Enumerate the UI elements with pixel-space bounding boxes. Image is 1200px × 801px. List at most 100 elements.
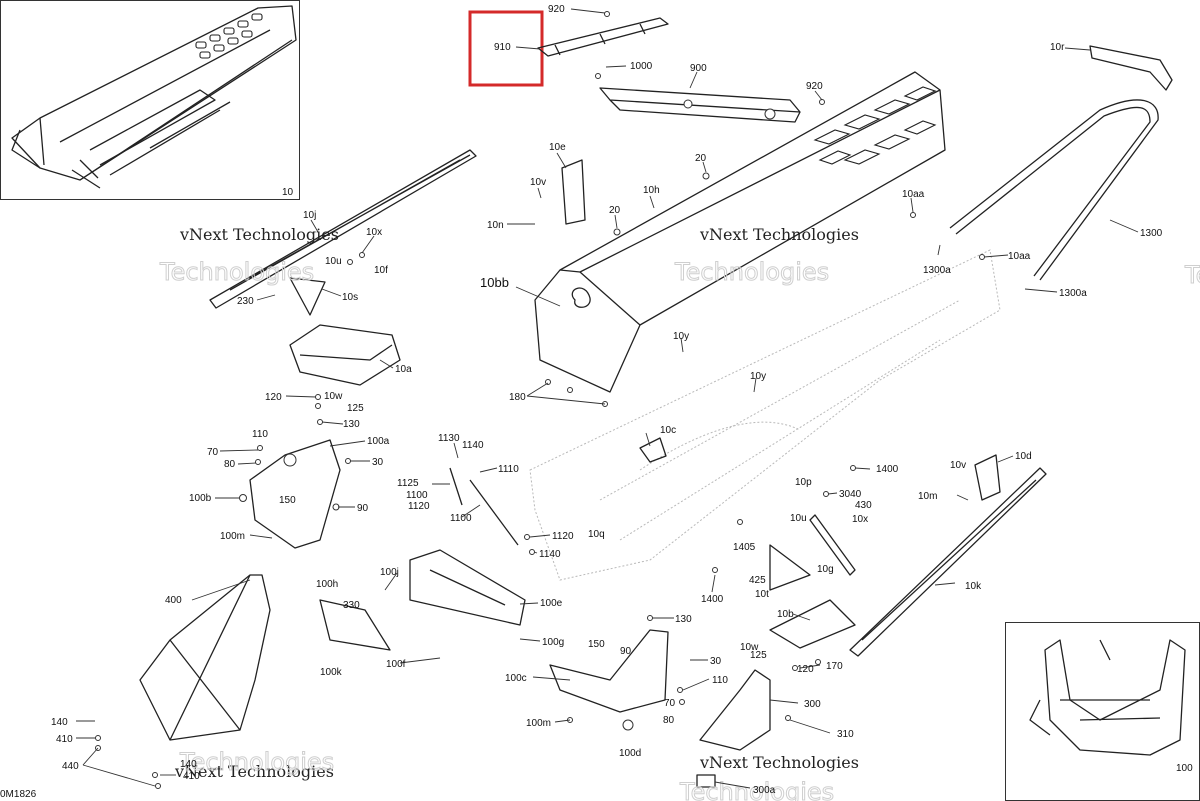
part-label-310: 310	[837, 729, 854, 740]
hardware-dots	[95, 11, 985, 789]
part-900-beam	[599, 87, 801, 123]
part-label-10g: 10g	[817, 564, 834, 575]
part-label-100f: 100f	[386, 659, 406, 670]
part-label-1400: 1400	[876, 464, 899, 475]
part-100h-plate	[319, 599, 391, 651]
part-label-100: 100	[1176, 763, 1193, 774]
part-label-30b: 30	[710, 656, 722, 667]
part-label-430: 430	[855, 500, 872, 511]
part-label-10d: 10d	[1015, 451, 1032, 462]
part-10g-strut	[809, 514, 856, 576]
part-tunnel-10bb	[534, 71, 946, 393]
part-label-100d: 100d	[619, 748, 641, 759]
part-label-140b: 140	[180, 759, 197, 770]
part-label-920a: 920	[548, 4, 565, 15]
part-label-1130: 1130	[438, 433, 460, 444]
part-label-10e: 10e	[549, 142, 566, 153]
part-label-130: 130	[343, 419, 360, 430]
part-label-10n: 10n	[487, 220, 504, 231]
watermark-text: vNext Technologies	[699, 753, 859, 772]
part-label-440: 440	[62, 761, 79, 772]
part-label-10m: 10m	[918, 491, 937, 502]
part-label-10h: 10h	[643, 185, 660, 196]
part-label-1140b: 1140	[539, 549, 561, 560]
part-label-920b: 920	[806, 81, 823, 92]
part-label-1300a: 1300a	[923, 265, 951, 276]
part-label-330: 330	[343, 600, 360, 611]
watermark-text: vNext Technologies	[699, 225, 859, 244]
part-label-100g: 100g	[542, 637, 564, 648]
tunnel-vent-slots	[813, 86, 937, 165]
part-300-frame	[699, 669, 771, 751]
part-label-140: 140	[51, 717, 68, 728]
part-label-1000: 1000	[630, 61, 653, 72]
part-label-10w2: 10w	[740, 642, 759, 653]
watermark-text: vNext Technologies	[179, 225, 339, 244]
watermark-text: Technologies	[1184, 261, 1200, 289]
part-label-10r: 10r	[1050, 42, 1065, 53]
part-label-10: 10	[282, 187, 294, 198]
part-1300-rail	[949, 99, 1159, 281]
part-label-100c: 100c	[505, 673, 527, 684]
drawing-code: 0M1826	[0, 789, 37, 800]
part-10a-bracket	[289, 324, 401, 386]
inset-frame-10	[0, 0, 300, 200]
part-label-10v2: 10v	[950, 460, 966, 471]
part-label-80: 80	[224, 459, 236, 470]
part-label-425: 425	[749, 575, 766, 586]
part-label-100e: 100e	[540, 598, 563, 609]
inset-frame-100	[1005, 622, 1200, 801]
part-10c-plate	[639, 437, 667, 463]
part-100a-bracket	[249, 439, 341, 549]
part-425-triangle	[769, 544, 811, 591]
part-910-bracket	[537, 17, 669, 57]
part-label-70b: 70	[664, 698, 676, 709]
part-10r-bracket	[1089, 45, 1173, 91]
watermark-text: vNext Technologies	[174, 762, 334, 781]
part-10k-skid	[849, 467, 1047, 657]
part-label-100a: 100a	[367, 436, 390, 447]
part-label-100b: 100b	[189, 493, 212, 504]
part-label-90b: 90	[620, 646, 632, 657]
part-label-300: 300	[804, 699, 821, 710]
part-label-10b: 10b	[777, 609, 794, 620]
watermark-group: vNext Technologies Technologies vNext Te…	[159, 225, 1200, 801]
part-label-10w: 10w	[324, 391, 343, 402]
part-10b-bracket	[769, 599, 856, 649]
part-label-180: 180	[509, 392, 526, 403]
part-400-frame	[139, 574, 271, 741]
part-label-1300a2: 1300a	[1059, 288, 1087, 299]
part-label-130b: 130	[675, 614, 692, 625]
part-chassis-faint	[529, 249, 1001, 581]
part-100e-panel	[409, 549, 526, 626]
part-100d-bolt	[622, 719, 634, 731]
part-label-150b: 150	[588, 639, 605, 650]
part-label-10j: 10j	[303, 210, 316, 221]
part-label-10q: 10q	[588, 529, 605, 540]
part-label-10t: 10t	[755, 589, 769, 600]
part-label-170: 170	[826, 661, 843, 672]
part-10s-triangle	[289, 277, 326, 316]
part-label-1140: 1140	[462, 440, 484, 451]
part-100c-frame	[549, 629, 669, 713]
part-label-10x2: 10x	[852, 514, 868, 525]
part-label-20a: 20	[695, 153, 707, 164]
part-label-100k: 100k	[320, 667, 343, 678]
part-label-125b: 125	[750, 650, 767, 661]
part-label-410b: 410	[183, 771, 200, 782]
part-label-30: 30	[372, 457, 384, 468]
part-label-1125: 1125	[397, 478, 419, 489]
part-label-1300: 1300	[1140, 228, 1163, 239]
part-label-10p: 10p	[795, 477, 812, 488]
watermark-text: Technologies	[179, 748, 334, 776]
part-label-900: 900	[690, 63, 707, 74]
highlight-box-910	[468, 10, 544, 87]
watermark-text: Technologies	[679, 778, 834, 801]
part-label-70: 70	[207, 447, 219, 458]
part-label-10aa: 10aa	[902, 189, 925, 200]
part-label-10c: 10c	[660, 425, 676, 436]
part-label-1120b: 1120	[552, 531, 574, 542]
part-1100-rod	[449, 467, 519, 546]
part-label-110: 110	[252, 429, 268, 440]
part-10e-plate	[561, 159, 586, 225]
